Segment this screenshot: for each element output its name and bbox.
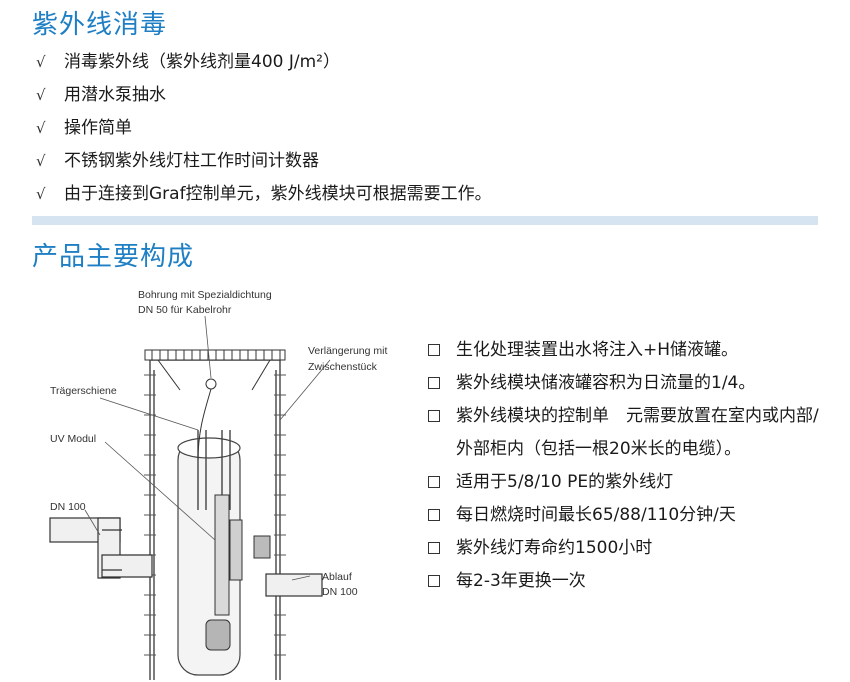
list-item-text: 用潜水泵抽水 [64,85,166,105]
inlet-pipe [49,517,153,579]
checkbox-icon [428,542,440,554]
list-item-text: 适用于5/8/10 PE的紫外线灯 [456,472,674,492]
carrier-rail [197,430,231,510]
uv-feature-list: √ 消毒紫外线（紫外线剂量400 J/m²） √ 用潜水泵抽水 √ 操作简单 √ 不锈钢… [36,48,492,213]
grate-lid [144,349,286,391]
checkmark-icon: √ [36,185,46,203]
label-uv-modul: UV Modul [50,433,96,445]
label-ablauf-line2: DN 100 [322,586,358,598]
list-item: 适用于5/8/10 PE的紫外线灯 [424,466,824,499]
list-item: 生化处理装置出水将注入+H储液罐。 [424,334,824,367]
checkbox-icon [428,410,440,422]
list-item: √ 消毒紫外线（紫外线剂量400 J/m²） [36,48,492,81]
label-verlaengerung-line1: Verlängerung mit [308,345,387,357]
component-feature-list: 生化处理装置出水将注入+H储液罐。 紫外线模块储液罐容积为日流量的1/4。 紫外… [424,334,824,598]
checkbox-icon [428,476,440,488]
checkmark-icon: √ [36,119,46,137]
section-title-main-components: 产品主要构成 [32,242,195,272]
list-item: 每日燃烧时间最长65/88/110分钟/天 [424,499,824,532]
label-bohrung-line1: Bohrung mit Spezialdichtung [138,289,272,301]
checkmark-icon: √ [36,152,46,170]
list-item-text: 操作简单 [64,118,132,138]
label-traegerschiene: Trägerschiene [50,385,117,397]
checkbox-icon [428,344,440,356]
checkmark-icon: √ [36,86,46,104]
label-dn100-inlet: DN 100 [50,501,86,513]
list-item: 紫外线模块储液罐容积为日流量的1/4。 [424,367,824,400]
list-item: √ 操作简单 [36,114,492,147]
label-ablauf-line1: Ablauf [322,571,352,583]
checkbox-icon [428,377,440,389]
uv-tank-diagram: Bohrung mit Spezialdichtung DN 50 für Ka… [49,289,387,680]
list-item-text: 不锈钢紫外线灯柱工作时间计数器 [64,151,319,171]
checkbox-icon [428,509,440,521]
list-item-text: 由于连接到Graf控制单元，紫外线模块可根据需要工作。 [64,184,492,204]
label-verlaengerung-line2: Zwischenstück [308,361,378,373]
list-item: 紫外线模块的控制单 元需要放置在室内或内部/外部柜内（包括一根20米长的电缆）。 [424,400,824,466]
list-item: √ 不锈钢紫外线灯柱工作时间计数器 [36,147,492,180]
list-item-text: 紫外线模块的控制单 元需要放置在室内或内部/外部柜内（包括一根20米长的电缆）。 [456,406,819,459]
list-item-text: 每2-3年更换一次 [456,571,586,591]
list-item: √ 用潜水泵抽水 [36,81,492,114]
outlet-pipe [265,573,323,597]
list-item: √ 由于连接到Graf控制单元，紫外线模块可根据需要工作。 [36,180,492,213]
uv-module [205,494,271,651]
checkmark-icon: √ [36,53,46,71]
list-item-text: 紫外线模块储液罐容积为日流量的1/4。 [456,373,756,393]
section-title-uv-disinfection: 紫外线消毒 [32,10,168,40]
list-item-text: 每日燃烧时间最长65/88/110分钟/天 [456,505,736,525]
cable [197,378,217,461]
list-item: 紫外线灯寿命约1500小时 [424,532,824,565]
list-item-text: 生化处理装置出水将注入+H储液罐。 [456,340,739,360]
leader-lines [84,315,331,581]
label-bohrung-line2: DN 50 für Kabelrohr [138,304,232,316]
list-item-text: 紫外线灯寿命约1500小时 [456,538,653,558]
checkbox-icon [428,575,440,587]
section-divider [32,216,818,225]
list-item: 每2-3年更换一次 [424,565,824,598]
list-item-text: 消毒紫外线（紫外线剂量400 J/m²） [64,52,340,72]
